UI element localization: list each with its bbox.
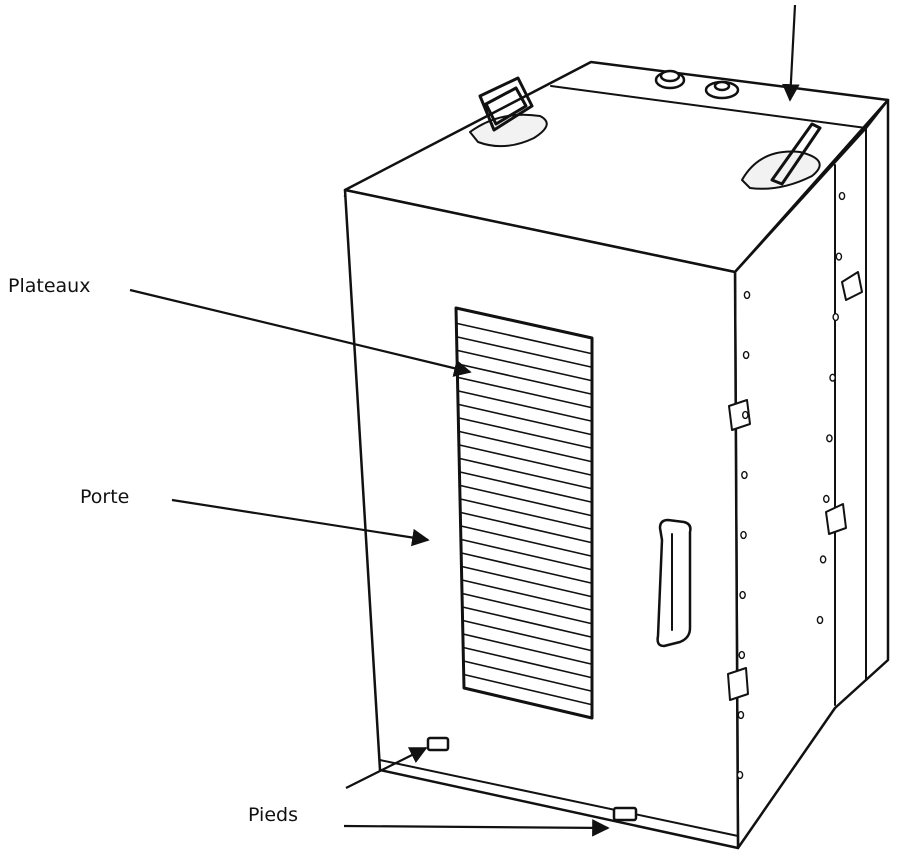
tray-slat bbox=[462, 606, 592, 638]
tray-slat bbox=[458, 403, 592, 436]
tray-slat bbox=[460, 511, 592, 544]
side-rivet bbox=[835, 252, 843, 261]
tray-slat bbox=[458, 417, 592, 449]
tray-slat bbox=[459, 457, 592, 490]
side-rivet bbox=[739, 590, 746, 600]
side-rivet bbox=[743, 290, 751, 300]
side-rivet bbox=[736, 770, 744, 780]
side-rivet bbox=[742, 410, 749, 420]
tray-slat bbox=[461, 552, 592, 584]
tray-slat bbox=[460, 525, 592, 557]
tray-slat bbox=[457, 349, 592, 382]
side-rivet bbox=[823, 494, 830, 504]
side-rivet bbox=[838, 191, 846, 201]
side-rivet bbox=[819, 555, 827, 564]
label-pieds: Pieds bbox=[248, 804, 298, 826]
side-rivet bbox=[816, 615, 824, 625]
side-rivet bbox=[740, 530, 747, 540]
foot-front-right bbox=[612, 806, 638, 822]
tray-slat bbox=[460, 498, 592, 530]
plateaux-arrow bbox=[129, 288, 472, 377]
tray-slat bbox=[457, 322, 592, 355]
side-rivets bbox=[736, 191, 846, 780]
tray-slat bbox=[463, 673, 592, 706]
side-panel-edge bbox=[834, 127, 867, 706]
tray-slat bbox=[459, 430, 592, 463]
carry-handle-left bbox=[469, 113, 548, 148]
latch-low-front bbox=[727, 667, 749, 701]
latch-mid-right bbox=[825, 503, 847, 535]
tray-slat bbox=[457, 363, 592, 395]
top-knob-right-cap bbox=[713, 80, 731, 92]
latch-top-right bbox=[841, 271, 863, 301]
tray-slats bbox=[457, 322, 592, 706]
latch-mid-front bbox=[728, 399, 751, 431]
side-rivet bbox=[826, 434, 833, 443]
side-rivet bbox=[829, 373, 836, 382]
label-porte: Porte bbox=[80, 486, 130, 508]
front-base bbox=[379, 759, 739, 837]
door-handle bbox=[656, 518, 692, 648]
tray-slat bbox=[462, 592, 592, 625]
tray-slat bbox=[461, 579, 592, 611]
label-plateaux: Plateaux bbox=[8, 275, 91, 297]
tray-slat bbox=[461, 538, 592, 571]
tray-slat bbox=[462, 633, 592, 665]
top-arrow bbox=[782, 4, 800, 102]
tray-slat bbox=[459, 471, 592, 503]
tray-slat bbox=[458, 390, 592, 422]
tray-slat bbox=[459, 444, 592, 476]
top-seam bbox=[550, 85, 867, 129]
top-knob-left-cap bbox=[659, 69, 681, 83]
pieds-arrow-upper bbox=[345, 747, 428, 789]
side-rivet bbox=[742, 350, 750, 360]
carry-handle-left-loop bbox=[478, 76, 534, 132]
tray-slat bbox=[463, 646, 592, 679]
side-rivet bbox=[737, 710, 745, 720]
porte-arrow bbox=[171, 498, 430, 547]
side-rivet bbox=[832, 313, 840, 322]
carry-handle-right-loop bbox=[770, 122, 822, 186]
tray-slat bbox=[463, 660, 592, 692]
tray-slat bbox=[461, 565, 592, 598]
side-rivet bbox=[741, 470, 748, 480]
pieds-arrow-lower bbox=[343, 819, 610, 837]
tray-slat bbox=[460, 484, 592, 517]
tray-slat bbox=[462, 619, 592, 652]
side-rivet bbox=[738, 650, 746, 660]
tray-slat bbox=[457, 336, 592, 368]
tray-slat bbox=[458, 376, 592, 409]
foot-front-left bbox=[426, 736, 450, 752]
